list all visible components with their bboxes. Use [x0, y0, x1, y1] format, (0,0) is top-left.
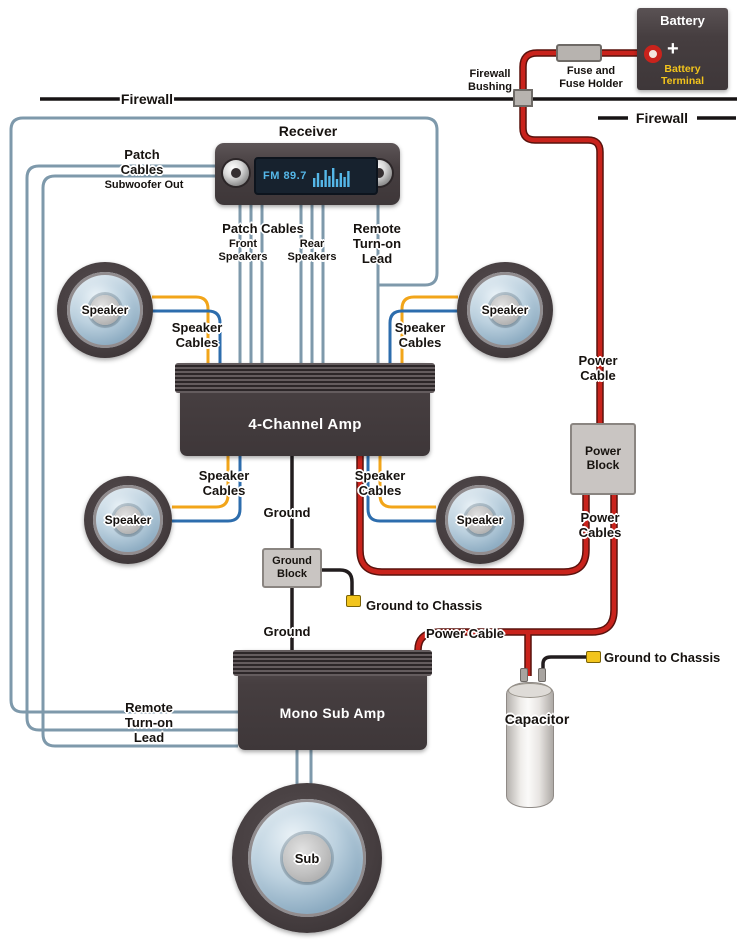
speaker-rear-left: Speaker: [84, 476, 172, 564]
four-channel-amp: 4-Channel Amp: [175, 363, 435, 456]
speaker-label: Speaker: [456, 512, 504, 527]
power-block: Power Block: [570, 423, 636, 495]
capacitor-positive-terminal: [520, 668, 528, 682]
four-channel-amp-label: 4-Channel Amp: [248, 416, 362, 433]
amp-heatsink-fins: [175, 363, 435, 393]
battery-plus-sign: +: [667, 38, 679, 60]
speaker-cone: Speaker: [67, 272, 143, 348]
fuse-holder-label: Fuse and Fuse Holder: [559, 65, 623, 90]
chassis-ground-connector-icon: [586, 651, 601, 663]
fuse-holder: [556, 44, 602, 62]
battery-terminal-label: Battery Terminal: [661, 63, 704, 87]
ground-bottom-label: Ground: [263, 624, 311, 639]
subwoofer-patch-cable-1: [25, 164, 238, 732]
capacitor-negative-terminal: [538, 668, 546, 682]
speaker-wire-fl-blue: [152, 309, 222, 363]
speaker-cables-label-rl: Speaker Cables: [198, 468, 250, 499]
firewall-left-label: Firewall: [120, 91, 174, 107]
speaker-wire-rl-blue: [172, 456, 242, 523]
knob-center-icon: [231, 168, 241, 178]
battery-title: Battery: [660, 13, 705, 28]
firewall-right-label: Firewall: [635, 110, 689, 126]
speaker-front-right: Speaker: [457, 262, 553, 358]
speaker-dust-cap: [114, 506, 142, 534]
receiver-volume-knob: [223, 160, 249, 186]
battery-terminal-icon: [644, 45, 662, 63]
power-cable-to-mono-amp: [415, 495, 617, 651]
capacitor: [506, 682, 554, 808]
speaker-dust-cap: [89, 294, 121, 326]
ground-block: Ground Block: [262, 548, 322, 588]
speaker-cables-label-rr: Speaker Cables: [354, 468, 406, 499]
speaker-cone: Speaker: [445, 485, 515, 555]
speaker-wire-rr-blue: [366, 456, 436, 523]
power-cable-label: Power Cable: [578, 353, 618, 384]
subwoofer: Sub: [232, 783, 382, 933]
battery: Battery + Battery Terminal: [637, 8, 728, 90]
amp-heatsink-fins: [233, 650, 432, 676]
speaker-wire-fl-yellow: [152, 295, 210, 363]
power-cables-label: Power Cables: [578, 510, 622, 541]
chassis-ground-connector-icon: [346, 595, 361, 607]
remote-turn-on-left-label: Remote Turn-on Lead: [124, 700, 174, 746]
speaker-cables-label-fl: Speaker Cables: [171, 320, 223, 351]
firewall-bushing-label: Firewall Bushing: [468, 68, 512, 93]
speaker-rear-right: Speaker: [436, 476, 524, 564]
subwoofer-patch-cable-2: [41, 174, 238, 748]
ground-to-chassis-label: Ground to Chassis: [366, 598, 483, 613]
speaker-wire-rr-yellow: [378, 456, 436, 509]
patch-cables-out-label: Patch Cables: [120, 147, 164, 178]
speaker-wire-rl-yellow: [172, 456, 230, 509]
knob-center-icon: [374, 168, 384, 178]
speaker-wire-fr-yellow: [400, 295, 458, 363]
speaker-cone: Sub: [247, 798, 367, 918]
remote-turn-on-label: Remote Turn-on Lead: [352, 221, 402, 267]
ground-to-chassis-wire: [322, 568, 354, 600]
power-cable-bottom-label: Power Cable: [425, 626, 505, 641]
front-speakers-label: Front Speakers: [218, 238, 268, 263]
remote-lead-loop: [9, 116, 439, 714]
firewall-bushing: [513, 89, 533, 107]
power-cable-to-4ch-amp: [357, 456, 589, 575]
speaker-cables-label-fr: Speaker Cables: [394, 320, 446, 351]
power-cable-main: [520, 50, 651, 424]
mono-sub-amp: Mono Sub Amp: [233, 650, 432, 750]
capacitor-ground-wire: [541, 655, 588, 678]
speaker-dust-cap: [466, 506, 494, 534]
speaker-cone: Speaker: [467, 272, 543, 348]
ground-top-label: Ground: [263, 505, 311, 520]
receiver-title: Receiver: [278, 123, 338, 139]
rear-speakers-label: Rear Speakers: [287, 238, 337, 263]
speaker-label: Speaker: [481, 302, 529, 317]
speaker-wire-fr-blue: [388, 309, 458, 363]
speaker-label: Speaker: [81, 302, 129, 317]
subwoofer-out-label: Subwoofer Out: [104, 179, 184, 191]
capacitor-top-cap: [508, 683, 552, 698]
radio-station-readout: FM 89.7: [263, 170, 307, 182]
speaker-label: Speaker: [104, 512, 152, 527]
receiver: FM 89.7: [215, 143, 400, 205]
capacitor-ground-to-chassis-label: Ground to Chassis: [604, 650, 721, 665]
speaker-dust-cap: [283, 834, 331, 882]
spectrum-bars-icon: [312, 168, 350, 187]
patch-cables-label: Patch Cables: [222, 221, 304, 236]
capacitor-label: Capacitor: [504, 711, 570, 727]
speaker-cone: Speaker: [93, 485, 163, 555]
mono-sub-amp-label: Mono Sub Amp: [279, 705, 386, 721]
receiver-display: FM 89.7: [254, 157, 378, 195]
speaker-front-left: Speaker: [57, 262, 153, 358]
speaker-dust-cap: [489, 294, 521, 326]
subwoofer-label: Sub: [294, 850, 320, 866]
